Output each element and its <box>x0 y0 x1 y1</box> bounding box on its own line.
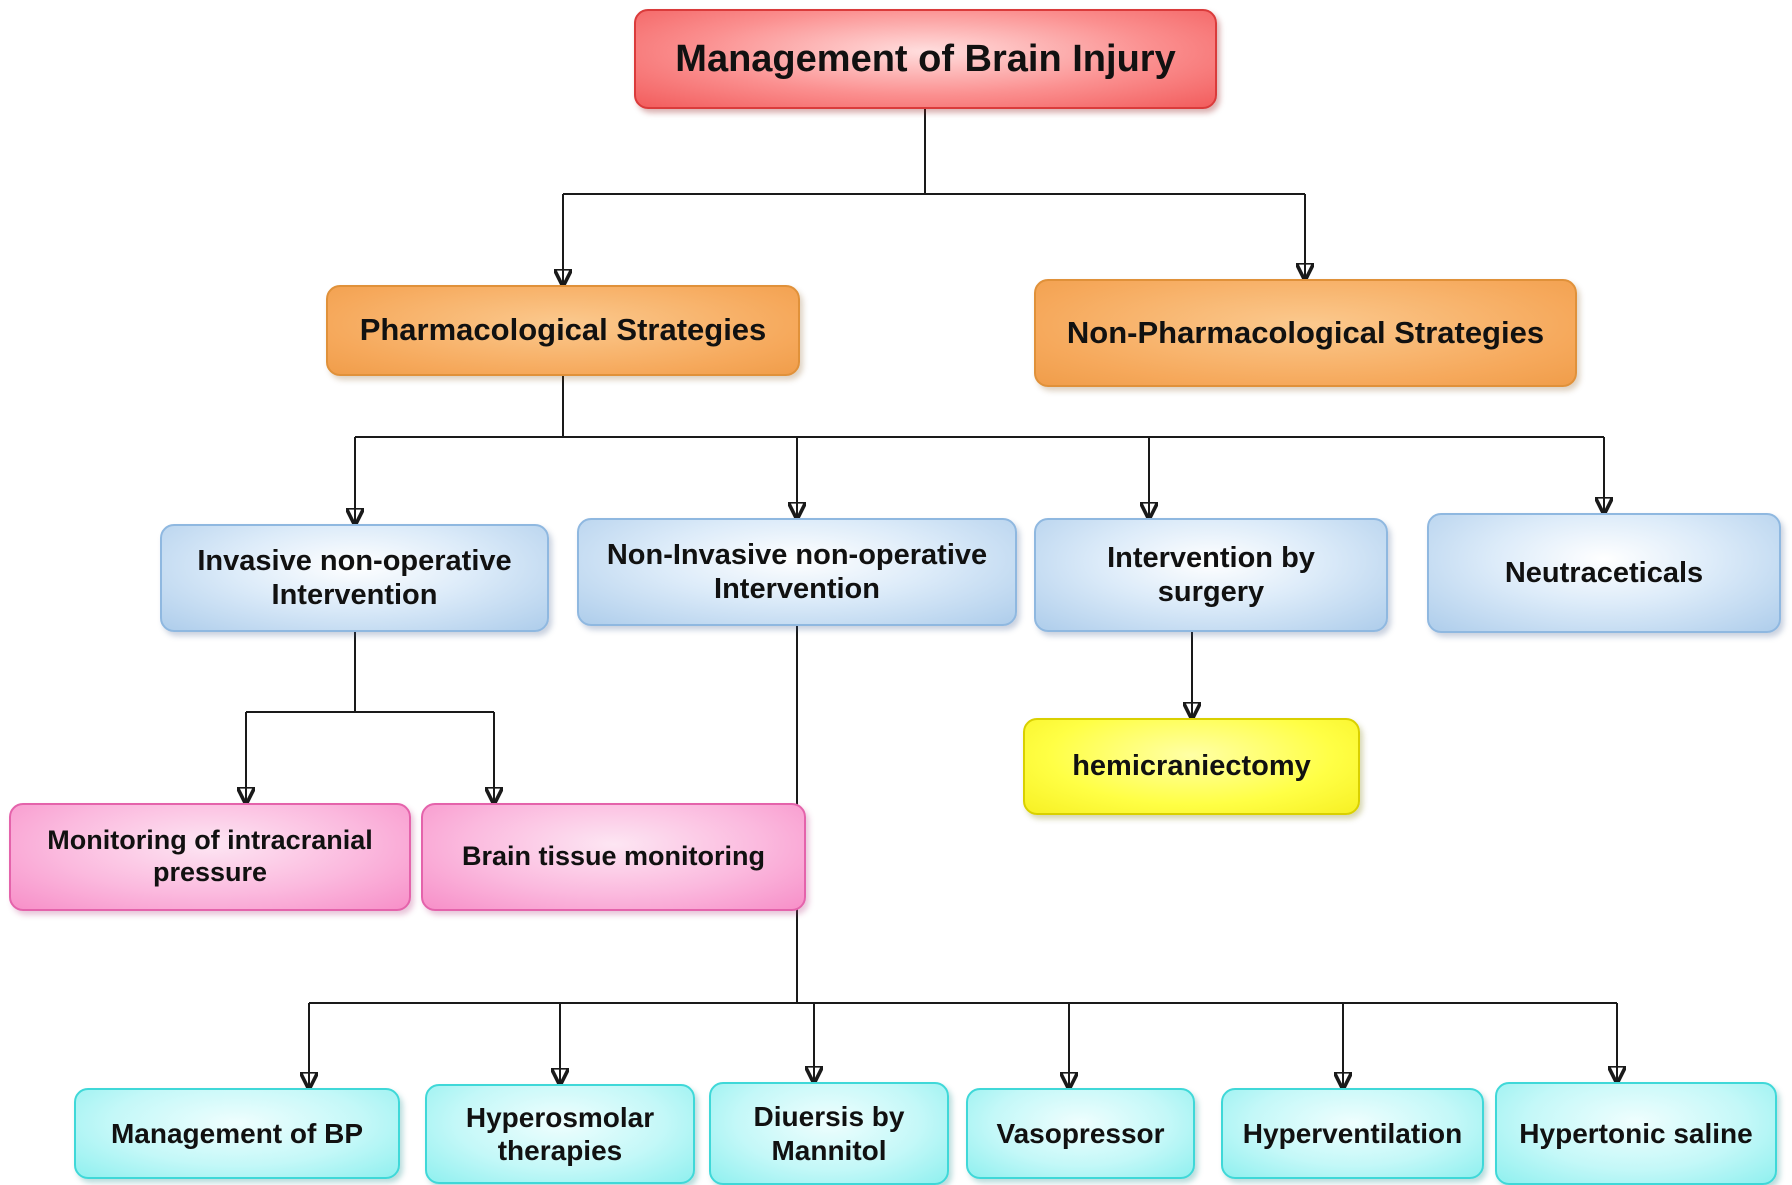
node-non-pharmacological-strategies: Non-Pharmacological Strategies <box>1034 279 1577 387</box>
connectors-invasive-to-monitoring <box>246 632 494 803</box>
node-management-of-bp: Management of BP <box>74 1088 400 1179</box>
node-brain-tissue-monitoring: Brain tissue monitoring <box>421 803 806 911</box>
connectors-title-to-strategies <box>563 109 1305 285</box>
connectors-pharm-to-interventions <box>355 376 1604 524</box>
node-pharmacological-strategies: Pharmacological Strategies <box>326 285 800 376</box>
node-neutraceticals: Neutraceticals <box>1427 513 1781 633</box>
node-intervention-by-surgery: Intervention by surgery <box>1034 518 1388 632</box>
node-hyperosmolar-therapies: Hyperosmolar therapies <box>425 1084 695 1184</box>
node-vasopressor: Vasopressor <box>966 1088 1195 1179</box>
node-invasive-non-operative-intervention: Invasive non-operative Intervention <box>160 524 549 632</box>
node-management-of-brain-injury: Management of Brain Injury <box>634 9 1217 109</box>
node-diuersis-by-mannitol: Diuersis by Mannitol <box>709 1082 949 1185</box>
node-monitoring-of-intracranial-pressure: Monitoring of intracranial pressure <box>9 803 411 911</box>
node-hyperventilation: Hyperventilation <box>1221 1088 1484 1179</box>
node-hypertonic-saline: Hypertonic saline <box>1495 1082 1777 1185</box>
node-hemicraniectomy: hemicraniectomy <box>1023 718 1360 815</box>
node-non-invasive-non-operative-intervention: Non-Invasive non-operative Intervention <box>577 518 1017 626</box>
